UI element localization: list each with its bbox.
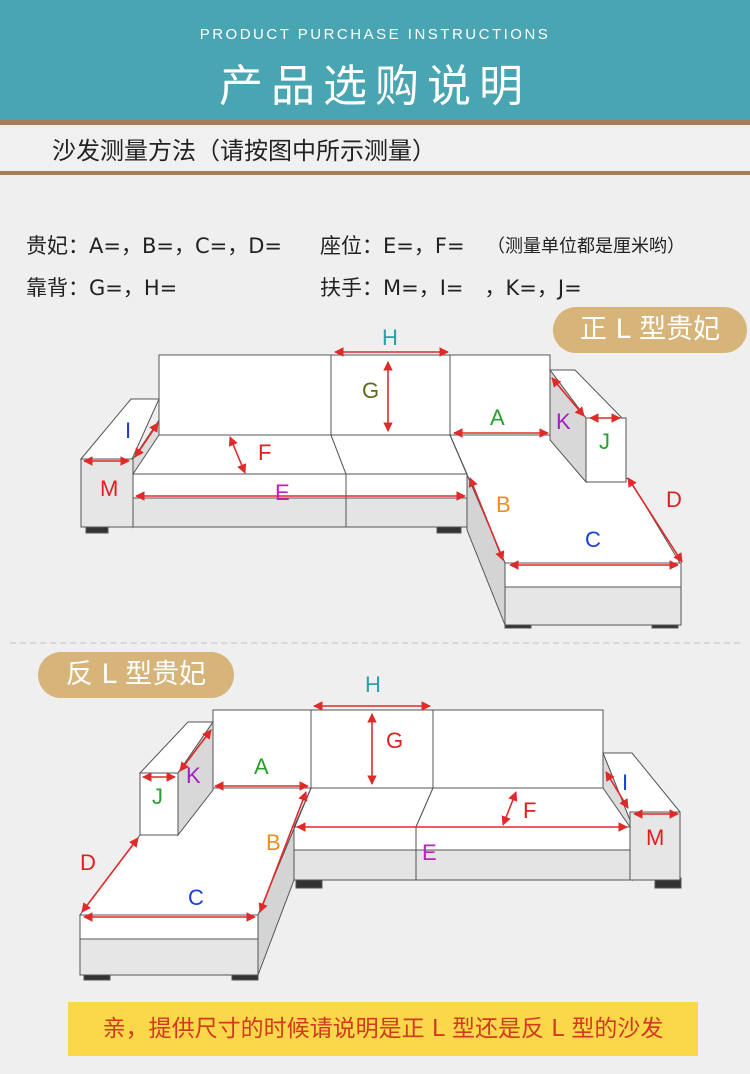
sofa-shape (79, 709, 682, 981)
left-l-sofa-diagram: H G A B C D E F I M K J (79, 672, 682, 981)
dimension-arrows (83, 347, 683, 570)
right-l-badge: 正 L 型贵妃 (553, 307, 747, 353)
seat-measure-line: 座位：E=，F= (320, 234, 465, 258)
label-G: G (386, 728, 403, 753)
label-F: F (523, 798, 536, 823)
right-l-sofa-diagram: H G A B C D E F I M K J (79, 325, 683, 629)
label-D: D (666, 487, 682, 512)
label-E: E (422, 840, 437, 865)
label-A: A (254, 754, 269, 779)
label-D: D (80, 850, 96, 875)
label-G: G (362, 378, 379, 403)
label-K: K (186, 763, 201, 788)
chaise-measure-line: 贵妃：A=，B=，C=，D= (26, 234, 282, 258)
label-M: M (646, 825, 664, 850)
arm-measure-line: 扶手：M=，I= ，K=，J= (320, 276, 582, 300)
footer-note: 亲，提供尺寸的时候请说明是正 L 型还是反 L 型的沙发 (68, 1002, 698, 1056)
section-divider (10, 642, 740, 644)
unit-note: （测量单位都是厘米哟） (487, 236, 685, 257)
header-subtitle: PRODUCT PURCHASE INSTRUCTIONS (199, 26, 551, 43)
label-I: I (622, 770, 628, 795)
label-K: K (556, 409, 571, 434)
label-E: E (275, 480, 290, 505)
label-F: F (258, 440, 271, 465)
header-title: 产品选购说明 (219, 61, 531, 112)
section-bar: 沙发测量方法（请按图中所示测量） (0, 120, 750, 175)
label-J: J (152, 784, 163, 809)
dimension-arrows (81, 701, 679, 922)
label-B: B (266, 830, 281, 855)
label-C: C (585, 527, 601, 552)
sofa-shape (79, 354, 682, 629)
label-B: B (496, 492, 511, 517)
back-measure-line: 靠背：G=，H= (26, 276, 178, 300)
section-title: 沙发测量方法（请按图中所示测量） (52, 137, 436, 165)
label-A: A (490, 405, 505, 430)
label-M: M (100, 476, 118, 501)
header-banner: PRODUCT PURCHASE INSTRUCTIONS 产品选购说明 (0, 0, 750, 120)
left-l-badge: 反 L 型贵妃 (38, 652, 234, 698)
label-H: H (382, 325, 398, 350)
label-J: J (599, 429, 610, 454)
label-I: I (125, 418, 131, 443)
label-H: H (365, 672, 381, 697)
label-C: C (188, 885, 204, 910)
